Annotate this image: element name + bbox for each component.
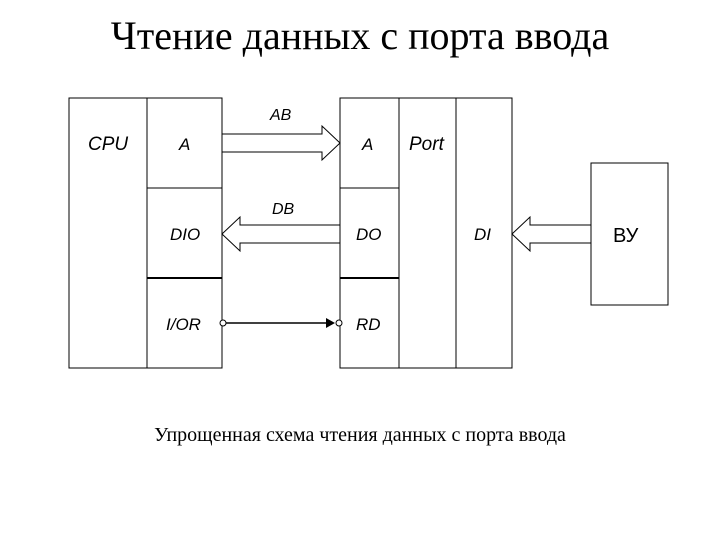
slide-title: Чтение данных с порта ввода: [110, 13, 610, 58]
device-block: [590, 162, 669, 306]
port-rd-label: RD: [356, 315, 381, 334]
port-block: [339, 97, 513, 369]
data-bus-arrow: [221, 215, 340, 253]
port-a-label: A: [361, 135, 373, 154]
cpu-ior-label: I/OR: [166, 315, 201, 334]
port-do-label: DO: [356, 225, 382, 244]
cpu-block: [68, 97, 223, 369]
control-line: [219, 318, 343, 328]
device-data-arrow: [511, 215, 591, 253]
port-di-label: DI: [474, 225, 491, 244]
diagram-caption: Упрощенная схема чтения данных с порта в…: [154, 424, 566, 446]
cpu-a-label: A: [178, 135, 190, 154]
device-label: ВУ: [613, 225, 639, 247]
rd-pin-icon: [335, 319, 343, 327]
address-bus-arrow: [222, 124, 341, 162]
data-bus-label: DB: [272, 201, 295, 218]
port-label: Port: [409, 134, 445, 155]
ior-pin-icon: [219, 319, 227, 327]
cpu-label: CPU: [88, 134, 128, 155]
cpu-outline: [68, 97, 223, 369]
address-bus-label: AB: [269, 107, 292, 124]
cpu-dio-label: DIO: [170, 225, 200, 244]
port-outline: [339, 97, 513, 369]
